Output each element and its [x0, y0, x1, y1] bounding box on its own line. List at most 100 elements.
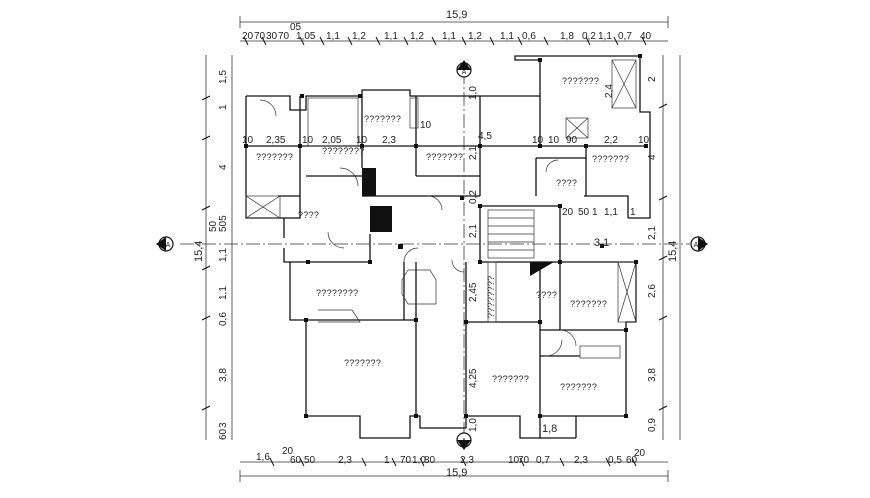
section-marker-left: A [156, 236, 174, 252]
interior-dims: 2,35 2,05 2,3 4,5 2,2 10 10 10 10 10 10 … [242, 84, 650, 435]
dim-bottom-5: 1 [384, 455, 390, 466]
dim-int-8: 10 [532, 135, 544, 146]
axis-lines [180, 70, 690, 440]
section-marker-right: A [690, 236, 708, 252]
dim-int-6: 10 [302, 135, 314, 146]
dim-top-6: 1,2 [352, 31, 366, 42]
dim-int-0: 2,35 [266, 135, 286, 146]
room-label: ??????? [256, 152, 293, 162]
dim-top-2: 30 [266, 31, 278, 42]
dim-top-14: 0,2 [582, 31, 596, 42]
dim-int-21: 2,45 [468, 282, 479, 302]
walls [245, 55, 651, 439]
dim-bottom-3: 50 [304, 455, 316, 466]
right-dims: 2 4 2,1 2,6 3,8 0,9 15,4 [647, 76, 679, 432]
room-label: ??????? [426, 152, 463, 162]
dim-int-7: 10 [356, 135, 368, 146]
dim-top-16: 0,7 [618, 31, 632, 42]
marker-label-bottom: A [462, 438, 467, 445]
dim-top-10: 1,2 [468, 31, 482, 42]
dim-int-3: 4,5 [478, 131, 492, 142]
dim-top-1: 70 [254, 31, 266, 42]
dim-top-extra: 05 [290, 22, 302, 33]
dim-int-13: 20 [562, 207, 574, 218]
dim-right-3: 2,6 [647, 284, 658, 298]
room-label: ??????? [560, 382, 597, 392]
dim-right-2: 2,1 [647, 226, 658, 240]
dim-left-5: 505 [218, 215, 229, 232]
room-label: ??????? [570, 299, 607, 309]
dim-left-total: 15,4 [193, 241, 205, 262]
dim-left-2: 4 [218, 164, 229, 170]
dim-left-1: 1 [218, 104, 229, 110]
marker-label-left: A [166, 242, 171, 249]
dim-top-8: 1,2 [410, 31, 424, 42]
dim-left-8: 3,8 [218, 368, 229, 382]
dim-int-24: 1,0 [468, 86, 479, 100]
dim-top-0: 20 [242, 31, 254, 42]
dim-bottom-10: 10 [508, 455, 520, 466]
dim-int-9: 10 [548, 135, 560, 146]
dim-bottom-12: 0,7 [536, 455, 550, 466]
dim-left-3: 50 [208, 220, 219, 232]
room-label: ???????? [486, 276, 496, 318]
dim-bottom-13: 2,3 [574, 455, 588, 466]
dim-top-17: 40 [640, 31, 652, 42]
dim-right-4: 3,8 [647, 368, 658, 382]
room-label: ??????? [344, 358, 381, 368]
marker-label-top: A [462, 69, 467, 76]
dim-left-0: 1,5 [218, 70, 229, 84]
room-label: ??????? [592, 154, 629, 164]
windows [245, 59, 637, 359]
dim-bottom-4: 2,3 [338, 455, 352, 466]
dim-bottom-total: 15,9 [446, 467, 467, 479]
dim-int-14: 50 [578, 207, 590, 218]
dim-int-4: 2,2 [604, 135, 618, 146]
dim-left-10: 60 [218, 428, 229, 440]
dim-left-4: 1,1 [218, 248, 229, 262]
dimension-lines [205, 16, 681, 482]
dim-bottom-8: 80 [424, 455, 436, 466]
dim-int-5: 10 [242, 135, 254, 146]
dim-bottom-15: 60 [626, 455, 638, 466]
dim-int-16: 1,1 [604, 207, 618, 218]
marker-label-right: A [694, 242, 699, 249]
dim-left-9: 3 [218, 422, 229, 428]
dim-bottom-11: 70 [518, 455, 530, 466]
dim-top-7: 1,1 [384, 31, 398, 42]
section-marker-bottom: A [456, 432, 472, 450]
dim-left-7: 0,6 [218, 312, 229, 326]
room-label: ??????? [562, 76, 599, 86]
dim-bottom-9: 2,3 [460, 455, 474, 466]
room-labels: ??????? ??????? ??????? ???????? ???????… [256, 76, 629, 392]
section-markers: A A A A [156, 60, 708, 450]
dim-top-total: 15,9 [446, 9, 467, 21]
dim-int-18: 3,1 [594, 237, 609, 249]
dim-bottom-1: 20 [282, 446, 294, 457]
dim-int-2: 2,3 [382, 135, 396, 146]
dim-int-22: 4,25 [468, 368, 479, 388]
dim-bottom-7: 1,0 [412, 455, 426, 466]
dimension-texts: 15,9 20 70 30 70 05 1,05 1,1 1,2 1,1 1,2… [193, 9, 679, 479]
dim-right-5: 0,9 [647, 418, 658, 432]
room-label: ???????? [316, 288, 358, 298]
room-label: ???? [556, 178, 577, 188]
dim-int-27: 1,0 [468, 418, 479, 432]
dim-int-20: 2,1 [468, 224, 479, 238]
dim-bottom-6: 70 [400, 455, 412, 466]
dim-int-15: 1 [592, 207, 598, 218]
dim-top-15: 1,1 [598, 31, 612, 42]
dim-int-19: 2,4 [604, 84, 615, 98]
room-label: ??????? [364, 114, 401, 124]
dim-int-25: 2,1 [468, 146, 479, 160]
dim-top-5: 1,1 [326, 31, 340, 42]
dim-top-3: 70 [278, 31, 290, 42]
dimension-ticks [201, 36, 668, 467]
dim-top-13: 1,8 [560, 31, 574, 42]
left-dims: 1,5 1 4 50 1,1 505 1,1 0,6 3,8 3 60 15,4 [193, 70, 229, 440]
dim-int-26: 0,2 [468, 190, 479, 204]
dim-left-6: 1,1 [218, 286, 229, 300]
dim-top-11: 1,1 [500, 31, 514, 42]
dim-top-12: 0,6 [522, 31, 536, 42]
